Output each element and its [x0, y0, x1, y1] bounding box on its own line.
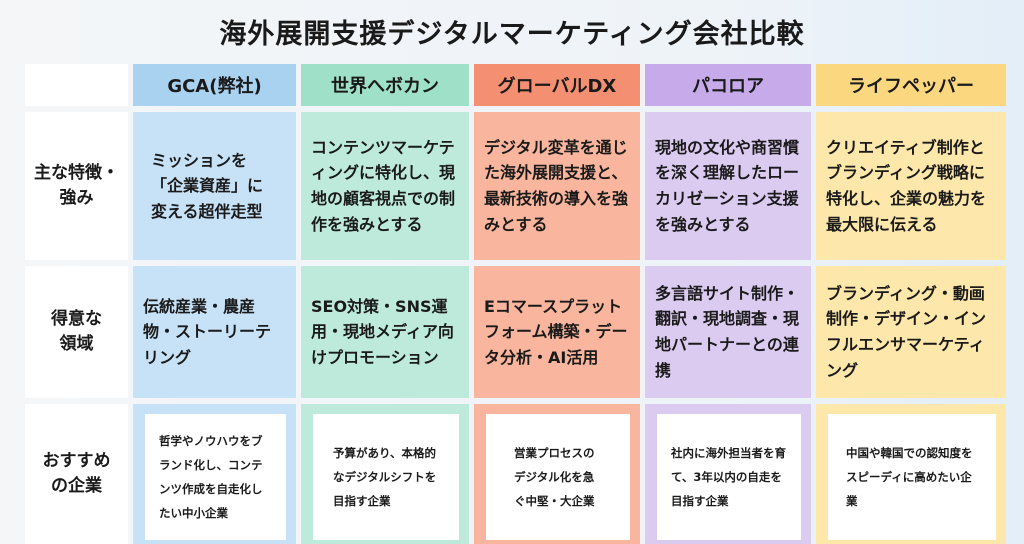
recommended-cell: 哲学やノウハウをブランド化し、コンテンツ作成を自走化したい中小企業: [133, 404, 296, 544]
corner-cell: [25, 64, 128, 106]
feature-cell: デジタル変革を通じた海外展開支援と、最新技術の導入を強みとする: [474, 112, 640, 260]
recommended-text: 営業プロセスのデジタル化を急ぐ中堅・大企業: [486, 414, 630, 540]
comparison-table: GCA(弊社) 世界へボカン グローバルDX パコロア ライフペッパー 主な特徴…: [25, 64, 1006, 544]
feature-cell: コンテンツマーケティングに特化し、現地の顧客視点での制作を強みとする: [301, 112, 469, 260]
recommended-cell: 予算があり、本格的なデジタルシフトを目指す企業: [301, 404, 469, 544]
row-label-domain: 得意な領域: [25, 266, 128, 398]
domain-cell: 伝統産業・農産物・ストーリーテリング: [133, 266, 296, 398]
header-gca: GCA(弊社): [133, 64, 296, 106]
header-lifepepper: ライフペッパー: [816, 64, 1006, 106]
header-sekai-he-bokan: 世界へボカン: [301, 64, 469, 106]
domain-cell: Eコマースプラットフォーム構築・データ分析・AI活用: [474, 266, 640, 398]
recommended-cell: 中国や韓国での認知度をスピーディに高めたい企業: [816, 404, 1006, 544]
feature-cell: クリエイティブ制作とブランディング戦略に特化し、企業の魅力を最大限に伝える: [816, 112, 1006, 260]
domain-cell: 多言語サイト制作・翻訳・現地調査・現地パートナーとの連携: [645, 266, 811, 398]
row-label-features: 主な特徴・強み: [25, 112, 128, 260]
recommended-cell: 社内に海外担当者を育て、3年以内の自走を目指す企業: [645, 404, 811, 544]
domain-cell: ブランディング・動画制作・デザイン・インフルエンサマーケティング: [816, 266, 1006, 398]
feature-cell: ミッションを「企業資産」に変える超伴走型: [133, 112, 296, 260]
header-pacoloa: パコロア: [645, 64, 811, 106]
recommended-text: 中国や韓国での認知度をスピーディに高めたい企業: [828, 414, 996, 540]
recommended-cell: 営業プロセスのデジタル化を急ぐ中堅・大企業: [474, 404, 640, 544]
header-global-dx: グローバルDX: [474, 64, 640, 106]
recommended-text: 予算があり、本格的なデジタルシフトを目指す企業: [313, 414, 459, 540]
page-title: 海外展開支援デジタルマーケティング会社比較: [219, 19, 805, 50]
feature-cell: 現地の文化や商習慣を深く理解したローカリゼーション支援を強みとする: [645, 112, 811, 260]
recommended-text: 哲学やノウハウをブランド化し、コンテンツ作成を自走化したい中小企業: [145, 414, 286, 540]
recommended-text: 社内に海外担当者を育て、3年以内の自走を目指す企業: [657, 414, 801, 540]
row-label-recommended: おすすめの企業: [25, 404, 128, 544]
domain-cell: SEO対策・SNS運用・現地メディア向けプロモーション: [301, 266, 469, 398]
